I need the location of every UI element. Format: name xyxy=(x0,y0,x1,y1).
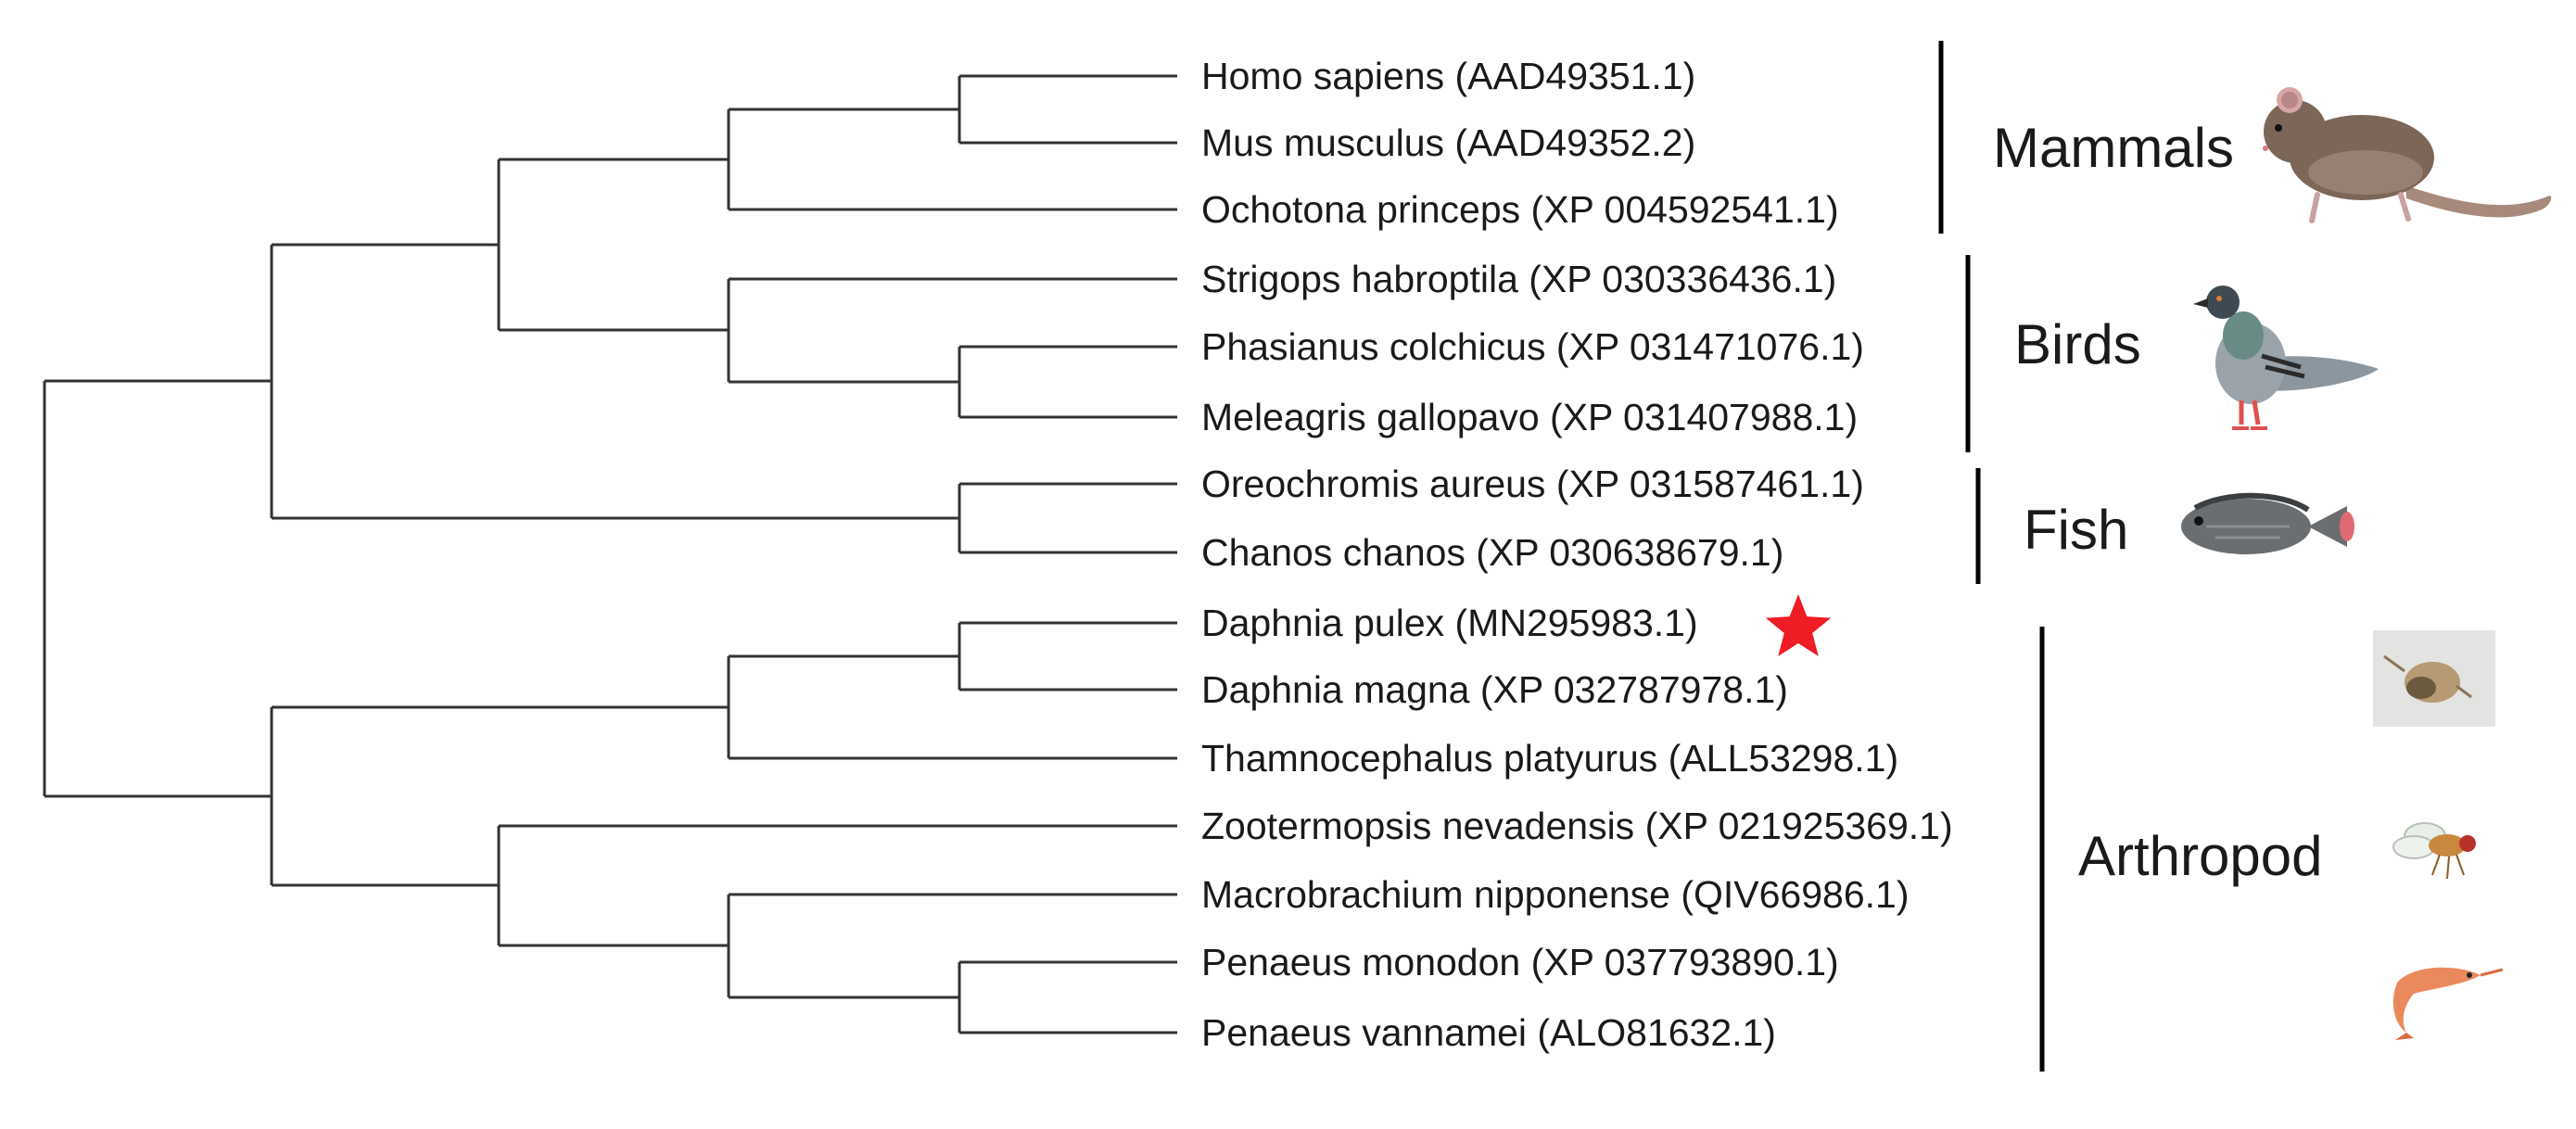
daphnia-photo xyxy=(2373,630,2495,727)
node-branchiopods xyxy=(272,656,730,758)
group-labels: Mammals Birds Fish Arthropod xyxy=(1993,117,2323,887)
node-mammals xyxy=(499,109,730,209)
leaf-label-penaeus-vannamei: Penaeus vannamei (ALO81632.1) xyxy=(1201,1011,1776,1054)
node-homo-mus xyxy=(729,76,961,143)
node-birds xyxy=(499,279,730,382)
leaf-labels: Homo sapiens (AAD49351.1) Mus musculus (… xyxy=(1201,55,1953,1054)
node-vertebrates xyxy=(44,245,273,518)
leaf-label-ochotona-princeps: Ochotona princeps (XP 004592541.1) xyxy=(1201,188,1839,231)
group-label-arthropod: Arthropod xyxy=(2078,825,2323,887)
pigeon-icon xyxy=(2193,285,2379,430)
leaf-label-zootermopsis-nevadensis: Zootermopsis nevadensis (XP 021925369.1) xyxy=(1201,805,1953,847)
leaf-label-thamnocephalus-platyurus: Thamnocephalus platyurus (ALL53298.1) xyxy=(1201,737,1898,780)
shrimp-icon xyxy=(2392,967,2504,1040)
node-penaeus xyxy=(729,962,961,1033)
leaf-label-daphnia-pulex: Daphnia pulex (MN295983.1) xyxy=(1201,602,1698,644)
group-label-birds: Birds xyxy=(2014,313,2141,375)
star-icon xyxy=(1765,594,1832,656)
node-decapods xyxy=(499,894,730,997)
leaf-label-mus-musculus: Mus musculus (AAD49352.2) xyxy=(1201,121,1695,164)
leaf-label-phasianus-colchicus: Phasianus colchicus (XP 031471076.1) xyxy=(1201,325,1864,368)
group-label-fish: Fish xyxy=(2024,499,2128,561)
leaf-label-strigops-habroptila: Strigops habroptila (XP 030336436.1) xyxy=(1201,258,1836,300)
rat-icon xyxy=(2263,87,2552,223)
leaf-label-homo-sapiens: Homo sapiens (AAD49351.1) xyxy=(1201,55,1695,97)
leaf-label-oreochromis-aureus: Oreochromis aureus (XP 031587461.1) xyxy=(1201,463,1864,505)
fruit-fly-icon xyxy=(2392,822,2476,880)
node-insect-decapod xyxy=(272,826,501,945)
node-amniotes xyxy=(272,159,501,330)
node-arthropods xyxy=(44,707,273,885)
node-fish xyxy=(272,484,961,552)
leaf-label-chanos-chanos: Chanos chanos (XP 030638679.1) xyxy=(1201,531,1783,574)
group-label-mammals: Mammals xyxy=(1993,117,2234,179)
node-daphnia xyxy=(729,623,961,690)
leaf-label-meleagris-gallopavo: Meleagris gallopavo (XP 031407988.1) xyxy=(1201,396,1858,438)
group-brackets xyxy=(1938,41,2045,1072)
node-phasianus-meleagris xyxy=(729,347,961,417)
tree-branches xyxy=(43,74,1177,1034)
leaf-label-macrobrachium-nipponense: Macrobrachium nipponense (QIV66986.1) xyxy=(1201,873,1910,916)
tilapia-icon xyxy=(2181,492,2354,554)
leaf-label-penaeus-monodon: Penaeus monodon (XP 037793890.1) xyxy=(1201,941,1839,983)
leaf-label-daphnia-magna: Daphnia magna (XP 032787978.1) xyxy=(1201,668,1788,711)
